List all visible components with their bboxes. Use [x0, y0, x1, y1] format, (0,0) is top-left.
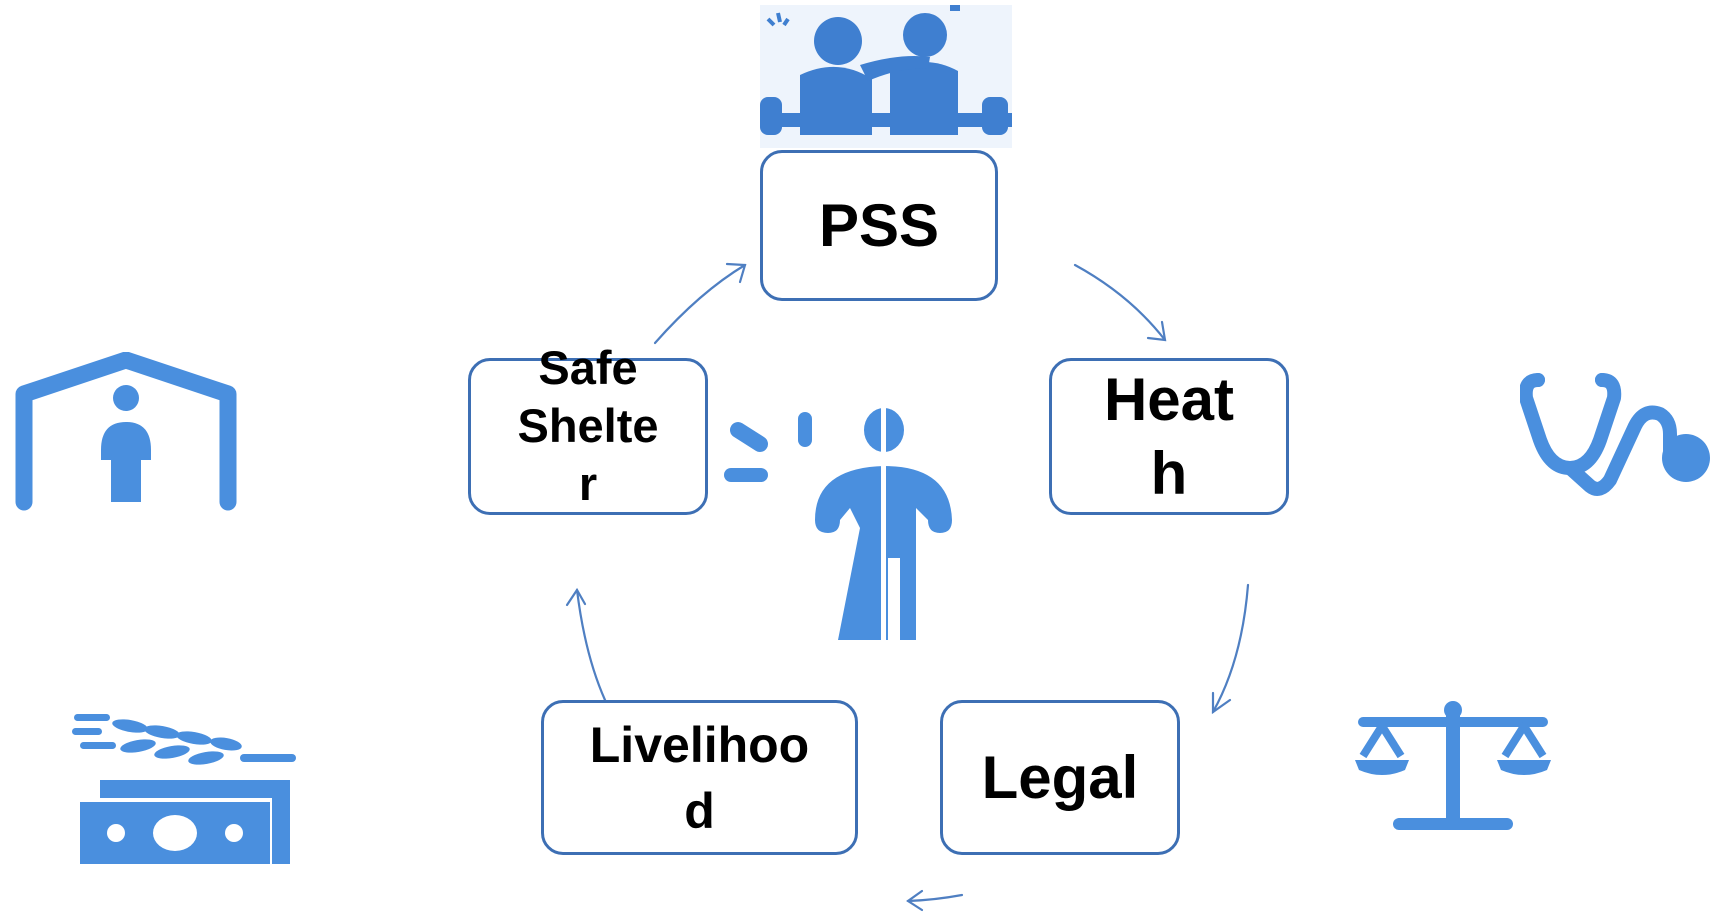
arrow-legal-to-livelihood [906, 893, 964, 903]
arrowhead-heath-to-legal [1211, 691, 1232, 715]
node-safe-shelter-label: Safe Shelte r [517, 341, 659, 510]
scales-of-justice-icon [1355, 701, 1551, 830]
arrow-livelihood-to-shelter [575, 588, 607, 702]
node-pss: PSS [760, 150, 998, 301]
people-comforting-icon [760, 5, 1012, 148]
arrow-pss-to-heath [1073, 263, 1167, 342]
stethoscope-icon [1520, 373, 1710, 496]
node-livelihood: Livelihoo d [541, 700, 858, 855]
arrow-heath-to-legal [1211, 583, 1250, 714]
node-legal: Legal [940, 700, 1180, 855]
node-heath-label: Heat h [1103, 365, 1235, 507]
node-legal-label: Legal [981, 744, 1139, 811]
arrow-shelter-to-pss [653, 263, 747, 345]
arrowhead-legal-to-livelihood [906, 889, 924, 912]
arrowhead-livelihood-to-shelter [565, 587, 587, 607]
arrowhead-pss-to-heath [1146, 320, 1167, 342]
node-heath: Heat h [1049, 358, 1289, 515]
arrowhead-shelter-to-pss [725, 262, 747, 284]
node-pss-label: PSS [818, 192, 940, 259]
gender-person-icon [724, 408, 952, 643]
person-shelter-icon [15, 352, 237, 511]
cash-and-grain-icon [72, 714, 296, 864]
node-livelihood-label: Livelihoo d [589, 716, 810, 839]
node-safe-shelter: Safe Shelte r [468, 341, 708, 515]
